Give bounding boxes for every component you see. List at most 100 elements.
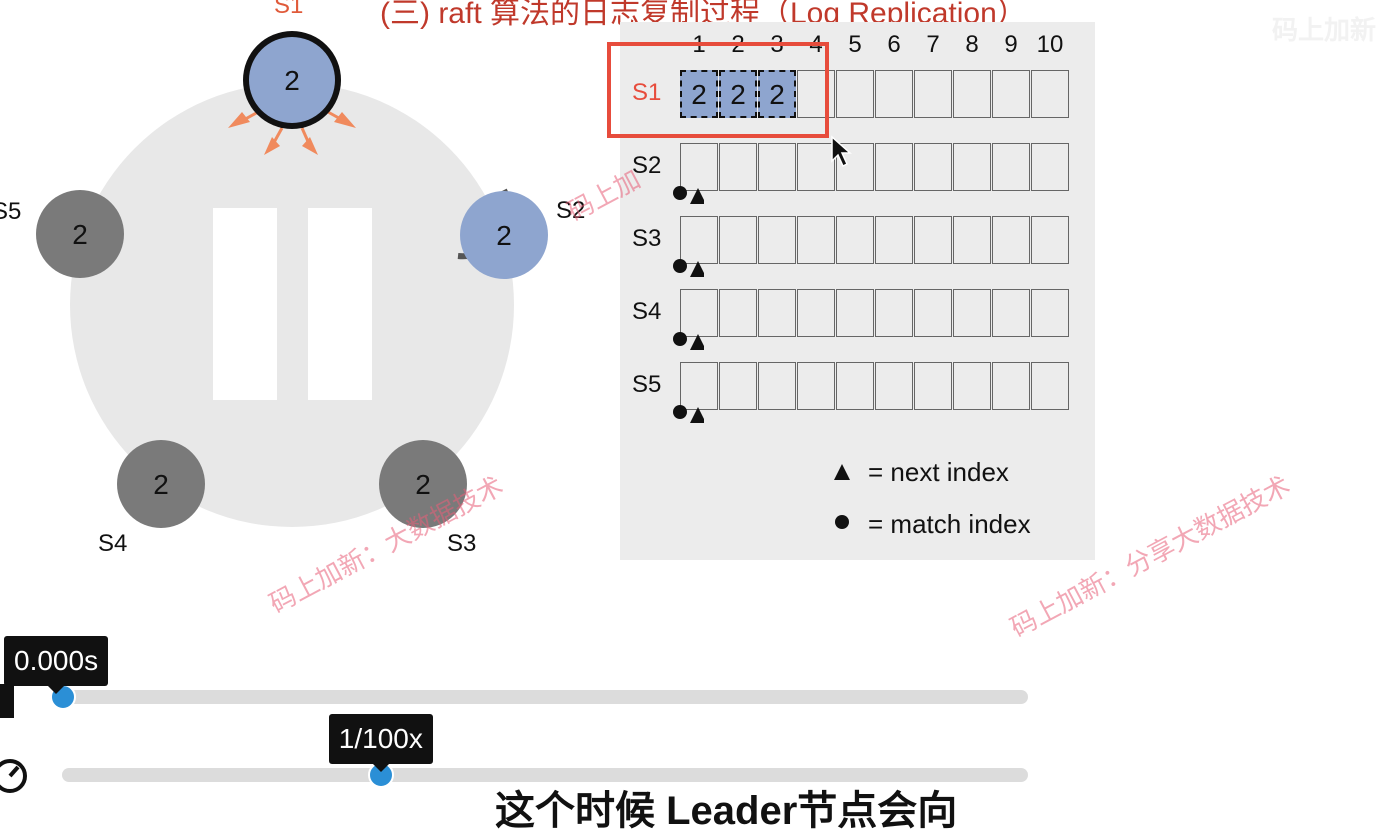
node-s5[interactable]: 2	[36, 190, 124, 278]
speed-slider-track[interactable]	[62, 768, 1028, 782]
cluster-diagram[interactable]: 2 2 2 2 2	[0, 0, 600, 600]
log-column-number: 6	[887, 31, 901, 58]
legend-markers	[834, 464, 850, 529]
log-cell[interactable]	[914, 289, 952, 337]
log-row-label: S2	[632, 152, 662, 179]
log-cell[interactable]	[836, 362, 874, 410]
speed-tooltip: 1/100x	[328, 714, 433, 772]
log-cell[interactable]	[758, 362, 796, 410]
log-cell[interactable]	[836, 70, 874, 118]
log-cell[interactable]	[758, 143, 796, 191]
next-index-icon	[690, 334, 704, 350]
log-column-number: 5	[848, 31, 862, 58]
node-s1-label: S1	[274, 0, 304, 19]
log-column-number: 7	[926, 31, 940, 58]
match-index-icon	[673, 405, 687, 419]
index-markers	[673, 259, 704, 277]
log-cell[interactable]	[836, 289, 874, 337]
pause-icon[interactable]	[213, 208, 372, 400]
node-s5-label: S5	[0, 198, 22, 225]
speed-gauge-icon	[0, 759, 27, 793]
log-cell[interactable]	[797, 216, 835, 264]
video-subtitle: 这个时候 Leader节点会向	[495, 789, 958, 833]
match-index-icon	[673, 186, 687, 200]
log-cell[interactable]	[758, 216, 796, 264]
corner-watermark: 码上加新	[1272, 15, 1376, 45]
log-entry[interactable]: 2	[719, 70, 757, 118]
log-cell[interactable]	[875, 289, 913, 337]
log-cell[interactable]	[953, 362, 991, 410]
log-cell[interactable]	[1031, 362, 1069, 410]
node-s2-term: 2	[496, 220, 512, 251]
log-cell[interactable]	[836, 216, 874, 264]
log-cell[interactable]	[719, 289, 757, 337]
log-cell[interactable]	[914, 362, 952, 410]
next-index-icon	[690, 407, 704, 423]
match-index-icon	[673, 259, 687, 273]
log-cell[interactable]	[953, 289, 991, 337]
index-markers	[673, 186, 704, 204]
log-cell[interactable]	[836, 143, 874, 191]
log-cell[interactable]	[992, 362, 1030, 410]
log-cell[interactable]	[719, 216, 757, 264]
log-entry[interactable]: 2	[758, 70, 796, 118]
log-cell[interactable]	[875, 362, 913, 410]
log-cell[interactable]	[758, 289, 796, 337]
rpc-arrows	[228, 110, 356, 155]
log-cell[interactable]	[992, 143, 1030, 191]
legend-match-index: = match index	[868, 509, 1031, 539]
log-row-label: S4	[632, 298, 662, 325]
step-back-icon[interactable]	[0, 684, 14, 718]
mouse-cursor-icon	[831, 135, 852, 168]
log-column-number: 9	[1004, 31, 1018, 58]
next-index-icon	[690, 188, 704, 204]
time-slider-track[interactable]	[50, 690, 1028, 704]
next-index-marker-icon	[834, 464, 850, 480]
node-s4[interactable]: 2	[117, 440, 205, 528]
log-cell[interactable]	[875, 70, 913, 118]
log-cell[interactable]	[875, 143, 913, 191]
node-s1[interactable]: 2	[243, 31, 341, 129]
node-s5-term: 2	[72, 219, 88, 250]
log-entry[interactable]: 2	[680, 70, 718, 118]
log-cell[interactable]	[1031, 289, 1069, 337]
node-s4-label: S4	[98, 530, 128, 557]
node-s3[interactable]: 2	[379, 440, 467, 528]
node-s2[interactable]: 2	[457, 188, 548, 279]
log-cell[interactable]	[914, 143, 952, 191]
s1-log-highlight	[607, 42, 829, 138]
log-cell[interactable]	[797, 289, 835, 337]
cluster-ring	[70, 83, 514, 527]
log-cell[interactable]	[953, 216, 991, 264]
log-cell[interactable]	[875, 216, 913, 264]
index-markers	[673, 405, 704, 423]
log-cell[interactable]	[797, 143, 835, 191]
log-cell[interactable]	[719, 362, 757, 410]
next-index-icon	[690, 261, 704, 277]
node-s2-label: S2	[556, 197, 586, 224]
log-cell[interactable]	[719, 143, 757, 191]
log-column-number: 8	[965, 31, 979, 58]
match-index-marker-icon	[835, 515, 849, 529]
log-cell[interactable]	[953, 70, 991, 118]
node-s3-label: S3	[447, 530, 477, 557]
log-cell[interactable]	[1031, 143, 1069, 191]
log-cell[interactable]	[1031, 216, 1069, 264]
log-cell[interactable]	[914, 216, 952, 264]
node-s3-term: 2	[415, 469, 431, 500]
log-cell[interactable]	[953, 143, 991, 191]
match-index-icon	[673, 332, 687, 346]
log-cell[interactable]	[797, 70, 835, 118]
log-cell[interactable]	[992, 216, 1030, 264]
log-cell[interactable]	[797, 362, 835, 410]
log-cell[interactable]	[992, 70, 1030, 118]
index-markers	[673, 332, 704, 350]
log-row-label: S3	[632, 225, 662, 252]
log-cell[interactable]	[992, 289, 1030, 337]
log-cell[interactable]	[914, 70, 952, 118]
node-s1-term: 2	[284, 65, 300, 96]
log-cell[interactable]	[1031, 70, 1069, 118]
node-s4-term: 2	[153, 469, 169, 500]
log-row-label: S1	[632, 79, 662, 106]
log-row-label: S5	[632, 371, 662, 398]
